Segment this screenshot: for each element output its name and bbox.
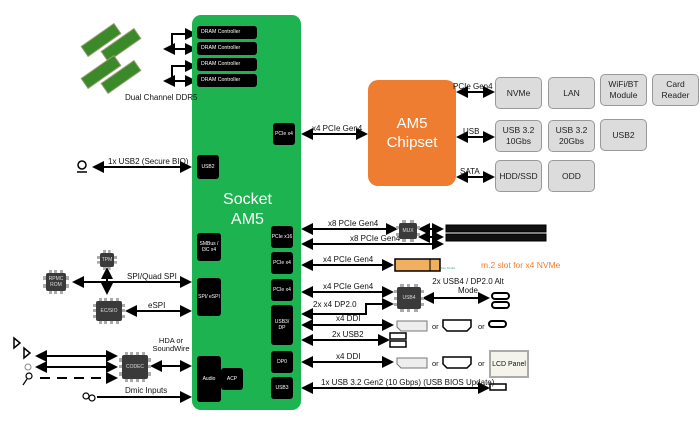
device-usb32-20g: USB 3.2 20Gbs [548, 120, 595, 152]
pcie-x4-usb4-block: PCIe x4 [271, 279, 293, 301]
dp0-block: DP0 [271, 351, 293, 373]
pcie-x16-block: PCIe x16 [271, 226, 293, 248]
audio-block: Audio [197, 356, 221, 402]
chipset-line2: Chipset [386, 134, 438, 151]
x8-pcie-label-b: x8 PCIe Gen4 [350, 234, 401, 243]
rpmc-rom-chip: RPMC ROM [43, 270, 69, 294]
hdmi-icon [442, 319, 472, 369]
dram-controller: DRAM Controller [197, 26, 257, 39]
chipset-uplink-label: x4 PCIe Gen4 [312, 124, 363, 133]
lcd-panel: LCD Panel [489, 350, 529, 378]
usb4-chip: USB4 [394, 284, 424, 312]
microphone-icon [22, 372, 96, 402]
m2-slot-label: m.2 slot for x4 NVMe [481, 260, 561, 270]
pcie-x16-slot-icon [445, 224, 547, 242]
device-usb32-10g: USB 3.2 10Gbs [495, 120, 542, 152]
chipset-sata-label: SATA [460, 167, 480, 176]
usb2-bio-label: 1x USB2 (Secure BIO) [108, 157, 189, 166]
usb3-dp-block: USB3/ DP [271, 305, 293, 345]
headphone-jack-icon [24, 363, 32, 371]
pcie-x4-m2-block: PCIe x4 [271, 252, 293, 274]
ddi-label-2: x4 DDI [336, 352, 361, 361]
device-hdd-ssd: HDD/SSD [495, 160, 542, 192]
smbus-block: SMBus / I3C x4 [197, 233, 221, 261]
mux-chip: MUX [396, 220, 420, 242]
usb2-block: USB2 [197, 155, 219, 179]
device-nvme: NVMe [495, 77, 542, 109]
socket-title-line2: AM5 [231, 211, 264, 228]
ddr5-memory-icon [80, 22, 142, 95]
chipset-usb-label: USB [463, 127, 480, 136]
or-label: or [478, 322, 485, 331]
usb3-block: USB3 [271, 377, 293, 399]
or-label: or [432, 322, 439, 331]
chipset-line1: AM5 [396, 115, 428, 132]
tpm-chip: TPM [97, 250, 117, 270]
displayport-icon [396, 320, 428, 369]
device-usb2: USB2 [600, 119, 647, 151]
socket-title-line1: Socket [223, 191, 272, 208]
ddi-label-1: x4 DDI [336, 314, 361, 323]
device-card-reader: Card Reader [652, 74, 699, 106]
dram-controller: DRAM Controller [197, 42, 257, 55]
acp-block: ACP [221, 368, 243, 390]
or-label: or [432, 359, 439, 368]
x4-pcie-usb4-label: x4 PCIe Gen4 [323, 282, 374, 291]
fingerprint-camera-icon [77, 160, 87, 173]
key-m-label: Key M slot [441, 266, 456, 270]
device-odd: ODD [548, 160, 595, 192]
x4-pcie-m2-label: x4 PCIe Gen4 [323, 255, 374, 264]
or-label: or [478, 359, 485, 368]
dp20-label: 2x x4 DP2.0 [313, 300, 357, 309]
dram-controller: DRAM Controller [197, 74, 257, 87]
usb-c-port-icon [488, 292, 510, 328]
usb2x2-label: 2x USB2 [332, 330, 364, 339]
pcie-x4-chipset-block: PCIe x4 [273, 123, 295, 145]
device-wifi-bt: WiFi/BT Module [600, 74, 647, 106]
dmic-label: Dmic Inputs [125, 386, 168, 395]
chipset-pcie-label: PCIe Gen4 [453, 82, 493, 91]
device-lan: LAN [548, 77, 595, 109]
dram-controller: DRAM Controller [197, 58, 257, 71]
x8-pcie-label-a: x8 PCIe Gen4 [328, 219, 379, 228]
ec-sio-chip: EC/SIO [93, 298, 125, 324]
usb4-out-label: 2x USB4 / DP2.0 Alt Mode [432, 277, 504, 295]
speaker-icon [13, 336, 32, 360]
m2-slot-icon [394, 258, 441, 272]
ddr5-label: Dual Channel DDR5 [125, 93, 198, 102]
codec-chip: CODEC [119, 352, 151, 382]
hda-label: HDA or SoundWire [152, 336, 190, 353]
spi-block: SPI/ eSPI [197, 278, 221, 316]
usb-a-port-icon [389, 332, 507, 391]
usb32-bios-label: 1x USB 3.2 Gen2 (10 Gbps) (USB BIOS Upda… [321, 378, 495, 387]
spi-label: SPI/Quad SPI [127, 272, 177, 281]
espi-label: eSPI [148, 301, 166, 310]
